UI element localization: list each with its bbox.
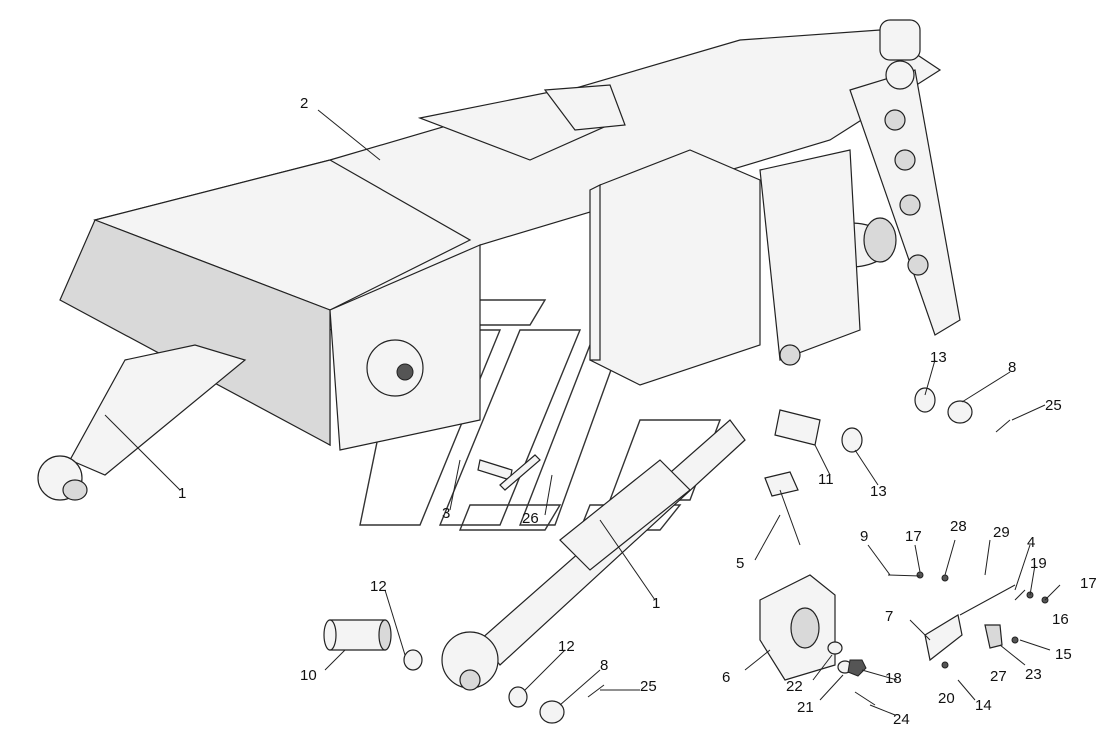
label-11: 11 xyxy=(818,471,834,488)
mounting-bracket xyxy=(759,19,961,366)
label-23: 23 xyxy=(1025,666,1042,683)
label-28: 28 xyxy=(950,518,967,535)
label-13-bottom: 13 xyxy=(870,483,887,500)
label-22: 22 xyxy=(786,678,803,695)
label-12-right: 12 xyxy=(558,638,575,655)
label-9: 9 xyxy=(860,528,868,545)
loose-parts xyxy=(323,387,1049,724)
main-housing xyxy=(59,29,942,451)
label-16: 16 xyxy=(1052,611,1069,628)
label-7: 7 xyxy=(885,608,893,625)
callout-labels: 2 1 1 3 26 13 8 25 11 13 5 9 17 28 29 4 … xyxy=(178,95,1097,728)
label-19: 19 xyxy=(1030,555,1047,572)
label-1-lower: 1 xyxy=(652,595,660,612)
label-21: 21 xyxy=(797,699,814,716)
leader-lines xyxy=(104,109,1061,716)
hydraulic-cylinder-upper xyxy=(37,344,247,501)
label-17-top: 17 xyxy=(905,528,922,545)
label-20: 20 xyxy=(938,690,955,707)
label-8-bottom: 8 xyxy=(600,657,608,674)
label-8-right: 8 xyxy=(1008,359,1016,376)
label-6: 6 xyxy=(722,669,730,686)
label-27: 27 xyxy=(990,668,1007,685)
label-24: 24 xyxy=(893,711,910,728)
label-4: 4 xyxy=(1027,534,1035,551)
label-2: 2 xyxy=(300,95,308,112)
label-17-right: 17 xyxy=(1080,575,1097,592)
label-5: 5 xyxy=(736,555,744,572)
label-25-bottom: 25 xyxy=(640,678,657,695)
label-26: 26 xyxy=(522,510,539,527)
label-25-right: 25 xyxy=(1045,397,1062,414)
label-14: 14 xyxy=(975,697,992,714)
label-12-left: 12 xyxy=(370,578,387,595)
label-15: 15 xyxy=(1055,646,1072,663)
label-29: 29 xyxy=(993,524,1010,541)
hydraulic-cylinder-lower xyxy=(441,419,746,691)
label-10: 10 xyxy=(300,667,317,684)
label-18: 18 xyxy=(885,670,902,687)
guard-box xyxy=(589,149,761,386)
label-1-upper: 1 xyxy=(178,485,186,502)
label-3: 3 xyxy=(442,505,450,522)
label-13-top: 13 xyxy=(930,349,947,366)
